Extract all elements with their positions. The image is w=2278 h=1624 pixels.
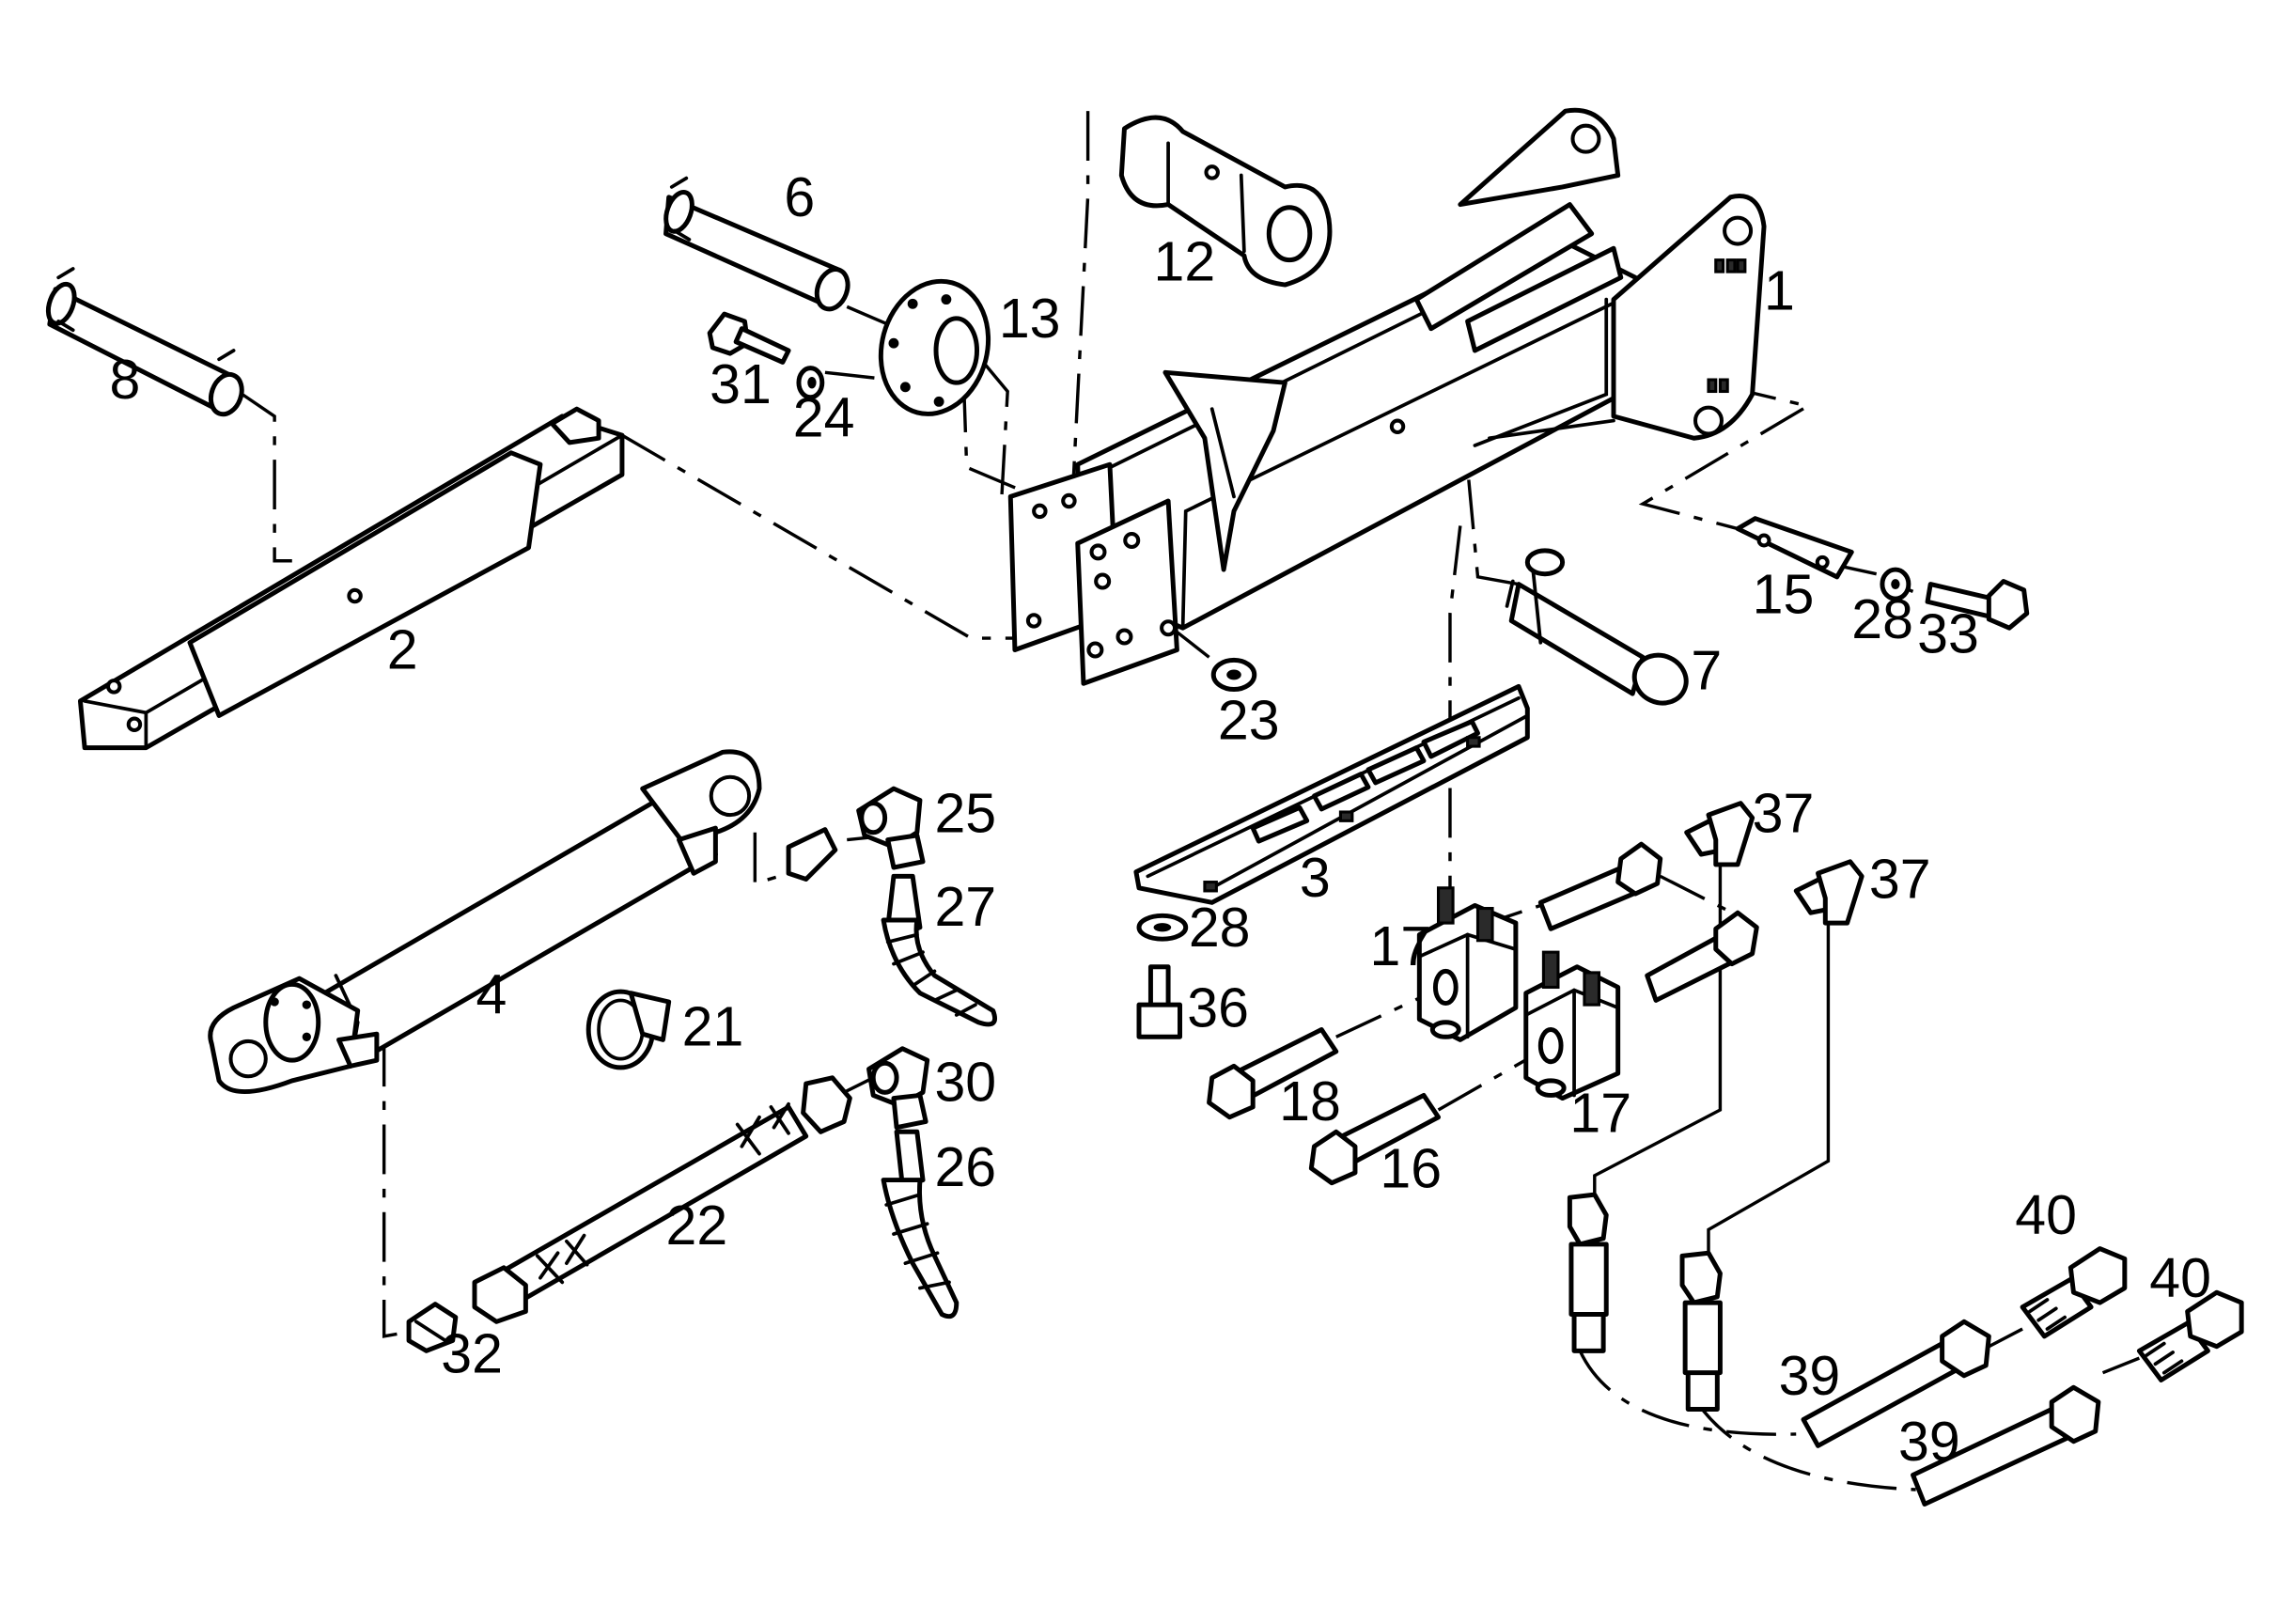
flange-part-13 <box>878 278 991 416</box>
callout-37-lower: 37 <box>1869 849 1931 911</box>
callout-2: 2 <box>387 619 418 681</box>
bolt-part-18 <box>1207 1027 1339 1120</box>
fitting-part-30 <box>866 1046 930 1131</box>
hose-part-22 <box>472 1075 852 1324</box>
callout-40-upper: 40 <box>2015 1184 2077 1246</box>
hose-assembly-part-39-upper <box>1567 1192 1991 1448</box>
bolt-part-33 <box>1925 579 2030 631</box>
callout-36: 36 <box>1187 976 1249 1038</box>
callout-23: 23 <box>1218 689 1280 751</box>
callout-30: 30 <box>934 1052 996 1114</box>
callout-40-lower: 40 <box>2149 1247 2211 1309</box>
hydraulic-cylinder-part-4 <box>208 749 762 1095</box>
bolt-part-16 <box>1308 1092 1442 1186</box>
bolt-part-36 <box>1136 964 1182 1039</box>
hose-clamp-part-21 <box>585 989 672 1070</box>
nipple-fitting <box>786 827 838 882</box>
fitting-part-25 <box>856 786 926 870</box>
rail-bracket-part-3 <box>1133 683 1530 905</box>
callout-labels: 1 2 3 4 6 7 8 12 13 15 16 17 17 18 21 22… <box>110 166 2211 1473</box>
pin-part-8 <box>45 267 244 417</box>
callout-39-upper: 39 <box>1779 1345 1841 1407</box>
stud-upper <box>1537 841 1663 931</box>
callout-4: 4 <box>476 963 507 1025</box>
callout-25: 25 <box>934 783 996 845</box>
pin-part-6 <box>663 176 850 312</box>
callout-18: 18 <box>1279 1070 1341 1132</box>
beam-part-2 <box>77 406 625 751</box>
callout-28-top: 28 <box>1851 588 1913 650</box>
callout-7: 7 <box>1691 639 1722 701</box>
elbow-fitting-part-37-upper <box>1684 801 1755 867</box>
pin-part-7 <box>1505 548 1689 706</box>
callout-26: 26 <box>934 1136 996 1198</box>
callout-3: 3 <box>1300 847 1331 909</box>
hose-part-26 <box>881 1129 960 1320</box>
callout-24: 24 <box>793 387 855 449</box>
roller-part-12 <box>1118 115 1333 288</box>
callout-15: 15 <box>1753 564 1815 626</box>
callout-6: 6 <box>784 166 815 228</box>
callout-8: 8 <box>110 349 141 411</box>
callout-33: 33 <box>1917 603 1979 665</box>
callout-17-lower: 17 <box>1569 1082 1631 1144</box>
callout-13: 13 <box>999 288 1061 350</box>
washer-part-24 <box>796 366 825 400</box>
callout-28-mid: 28 <box>1189 897 1251 959</box>
clamp-block-part-17-upper <box>1416 886 1519 1042</box>
clamp-block-part-17-lower <box>1523 950 1621 1101</box>
callout-12: 12 <box>1154 230 1216 292</box>
callout-27: 27 <box>934 876 996 938</box>
callout-31: 31 <box>710 353 772 415</box>
callout-39-lower: 39 <box>1898 1411 1960 1473</box>
washer-part-28-top <box>1880 567 1911 601</box>
connector-part-40-upper <box>2020 1246 2128 1339</box>
callout-16: 16 <box>1380 1137 1442 1199</box>
fitting-part-32 <box>406 1302 459 1353</box>
callout-32: 32 <box>441 1323 503 1385</box>
callout-17-upper: 17 <box>1370 915 1432 977</box>
hose-assembly-part-39-lower <box>1679 1250 2101 1507</box>
washer-part-28-mid <box>1136 913 1189 942</box>
callout-21: 21 <box>682 996 744 1058</box>
bolt-part-31 <box>707 311 791 365</box>
connector-part-40-lower <box>2136 1289 2244 1382</box>
elbow-fitting-part-37-lower <box>1793 859 1865 926</box>
callout-37-upper: 37 <box>1753 783 1815 845</box>
callout-1: 1 <box>1764 259 1795 321</box>
plate-part-15 <box>1735 516 1854 580</box>
washer-part-23 <box>1210 657 1257 692</box>
hose-part-27 <box>881 873 998 1027</box>
main-frame-part-1 <box>1007 107 1767 686</box>
stud-lower <box>1645 910 1759 1003</box>
callout-22: 22 <box>666 1195 728 1257</box>
